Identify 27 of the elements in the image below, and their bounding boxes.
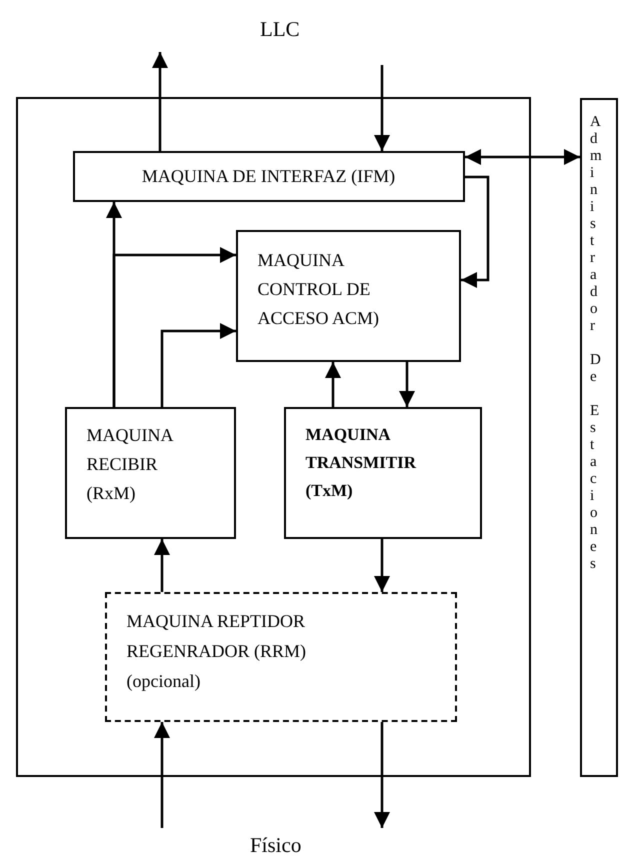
- arrow: [374, 539, 390, 592]
- arrow: [465, 149, 580, 165]
- arrow: [374, 722, 390, 828]
- arrow: [154, 539, 170, 592]
- outer-box: [16, 97, 531, 777]
- arrow: [461, 176, 490, 288]
- process-box: [64, 406, 236, 538]
- layer-label: LLC: [260, 16, 300, 43]
- arrow: [160, 323, 236, 407]
- layer-label: Físico: [250, 832, 302, 859]
- process-box: [72, 150, 464, 202]
- process-box: [284, 406, 482, 538]
- side-panel-box: [580, 98, 618, 777]
- arrow: [374, 65, 390, 151]
- arrow: [325, 362, 341, 407]
- box-label: MAQUINA DE INTERFAZ (IFM): [142, 164, 396, 188]
- process-box: [236, 230, 460, 362]
- arrow: [154, 722, 170, 828]
- optional-process-box: [104, 592, 456, 722]
- box-label: MAQUINA RECIBIR (RxM): [86, 424, 174, 505]
- box-label: MAQUINA CONTROL DE ACCESO ACM): [258, 248, 380, 330]
- arrow: [152, 52, 168, 151]
- arrow: [399, 362, 415, 407]
- box-label: MAQUINA REPTIDOR REGENRADOR (RRM) (opcional): [126, 610, 308, 693]
- box-label: MAQUINA TRANSMITIR (TxM): [306, 424, 418, 502]
- arrow: [112, 247, 236, 407]
- vertical-label: Administrador De Estaciones: [590, 114, 603, 573]
